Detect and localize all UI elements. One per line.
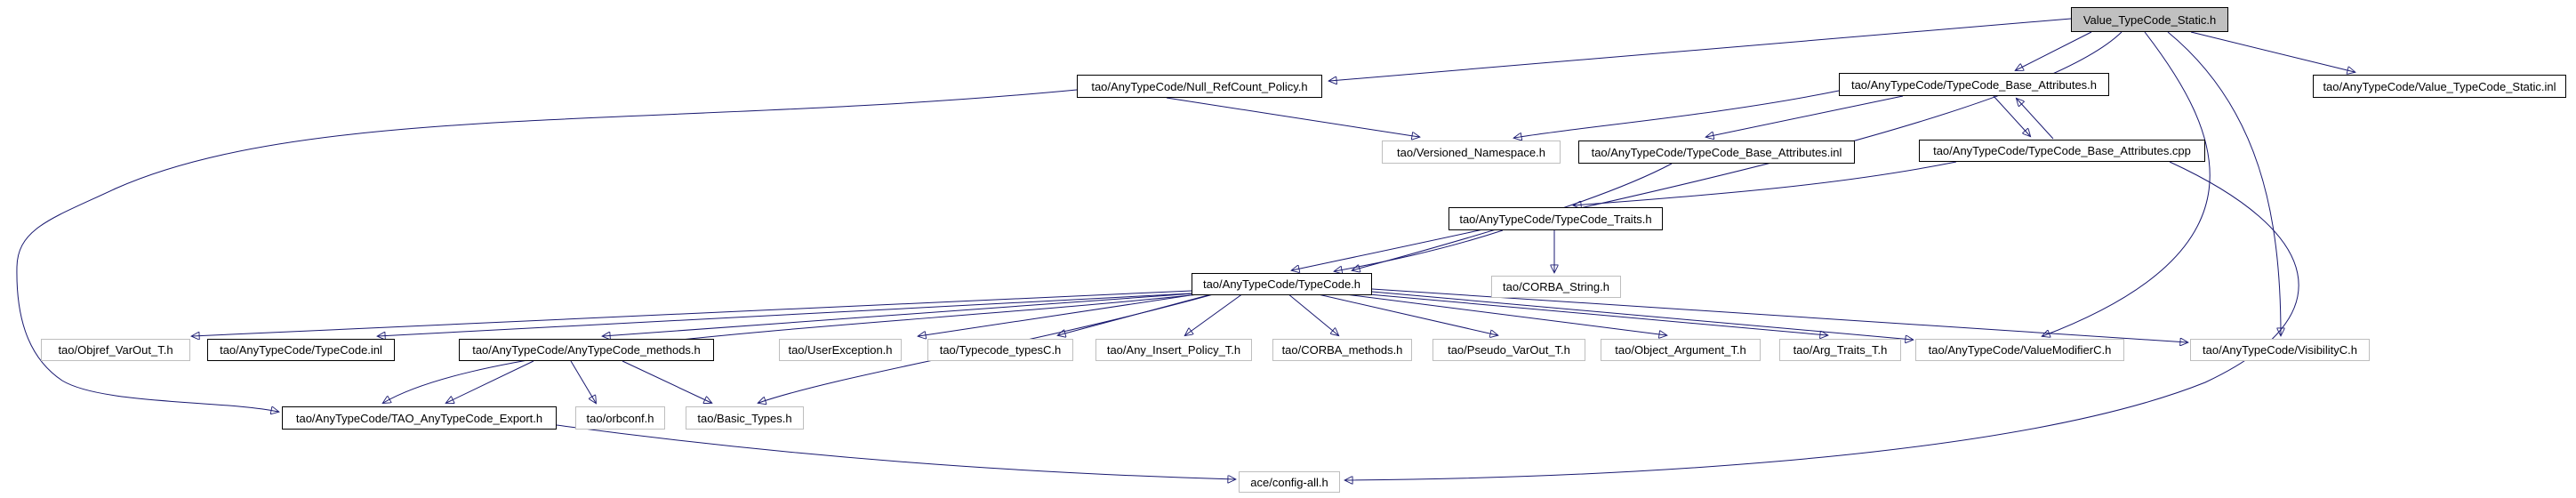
node-label: tao/AnyTypeCode/TypeCode_Base_Attributes… bbox=[1850, 77, 2098, 92]
node-label: tao/AnyTypeCode/VisibilityC.h bbox=[2203, 343, 2357, 357]
node-label: tao/AnyTypeCode/TypeCode.h bbox=[1202, 277, 1361, 291]
node-label: tao/CORBA_methods.h bbox=[1281, 343, 1403, 357]
node-valuemodifierc-h: tao/AnyTypeCode/ValueModifierC.h bbox=[1915, 339, 2124, 361]
node-object-argument-t-h: tao/Object_Argument_T.h bbox=[1601, 339, 1761, 361]
node-label: tao/Arg_Traits_T.h bbox=[1793, 343, 1888, 357]
node-corba-methods-h: tao/CORBA_methods.h bbox=[1272, 339, 1412, 361]
node-label: Value_TypeCode_Static.h bbox=[2082, 12, 2217, 27]
node-null-refcount-policy-h[interactable]: tao/AnyTypeCode/Null_RefCount_Policy.h bbox=[1077, 75, 1322, 98]
node-label: tao/Versioned_Namespace.h bbox=[1397, 145, 1545, 159]
node-typecode-base-attributes-cpp[interactable]: tao/AnyTypeCode/TypeCode_Base_Attributes… bbox=[1919, 140, 2205, 162]
edge-typecode-h-to-corba-methods bbox=[1287, 293, 1338, 335]
edge-typecode-h-to-arg-traits bbox=[1358, 293, 1827, 335]
node-anytypecode-methods-h[interactable]: tao/AnyTypeCode/AnyTypeCode_methods.h bbox=[459, 339, 714, 361]
edge-root-to-null-refcount bbox=[1329, 18, 2072, 81]
edge-typecode-h-to-object-argument bbox=[1337, 293, 1666, 335]
node-label: tao/AnyTypeCode/AnyTypeCode_methods.h bbox=[472, 343, 701, 357]
node-label: tao/Typecode_typesC.h bbox=[939, 343, 1062, 357]
node-value-typecode-static-h: Value_TypeCode_Static.h bbox=[2071, 7, 2228, 32]
edge-typecode-h-to-user-exception bbox=[919, 293, 1203, 336]
edge-root-to-tcba-h bbox=[2016, 31, 2092, 70]
node-label: tao/Pseudo_VarOut_T.h bbox=[1448, 343, 1570, 357]
edge-tcba-cpp-to-tcba-h bbox=[2017, 99, 2054, 140]
edge-tcba-h-to-versioned-ns bbox=[1514, 90, 1840, 138]
node-label: tao/Objref_VarOut_T.h bbox=[58, 343, 173, 357]
node-label: tao/AnyTypeCode/TypeCode_Base_Attributes… bbox=[1933, 144, 2191, 157]
edge-root-to-vtcs-inl bbox=[2190, 31, 2355, 72]
edge-null-refcount-to-atc-export bbox=[16, 89, 1078, 412]
node-label: tao/Any_Insert_Policy_T.h bbox=[1106, 343, 1241, 357]
node-label: tao/Basic_Types.h bbox=[697, 411, 792, 425]
node-label: tao/AnyTypeCode/Value_TypeCode_Static.in… bbox=[2323, 79, 2556, 93]
edge-atc-methods-to-basic-types bbox=[622, 360, 711, 403]
edge-tcba-h-to-tcba-cpp bbox=[1993, 95, 2030, 136]
edge-tcba-cpp-to-tc-traits bbox=[1574, 161, 1957, 205]
edge-typecode-h-to-objref-varout bbox=[192, 290, 1192, 336]
node-typecode-inl[interactable]: tao/AnyTypeCode/TypeCode.inl bbox=[207, 339, 395, 361]
node-pseudo-varout-t-h: tao/Pseudo_VarOut_T.h bbox=[1432, 339, 1585, 361]
node-label: tao/AnyTypeCode/TAO_AnyTypeCode_Export.h bbox=[295, 411, 543, 425]
edge-atc-methods-to-orbconf bbox=[570, 360, 596, 403]
node-objref-varout-t-h: tao/Objref_VarOut_T.h bbox=[41, 339, 190, 361]
node-typecode-base-attributes-h[interactable]: tao/AnyTypeCode/TypeCode_Base_Attributes… bbox=[1839, 73, 2109, 96]
node-label: tao/UserException.h bbox=[788, 343, 893, 357]
node-label: ace/config-all.h bbox=[1250, 475, 1328, 489]
edge-typecode-h-to-typecode-typesc bbox=[1058, 293, 1216, 335]
edge-typecode-h-to-any-insert bbox=[1185, 293, 1244, 335]
node-visibilityc-h: tao/AnyTypeCode/VisibilityC.h bbox=[2190, 339, 2370, 361]
node-versioned-namespace-h: tao/Versioned_Namespace.h bbox=[1382, 141, 1561, 164]
node-value-typecode-static-inl[interactable]: tao/AnyTypeCode/Value_TypeCode_Static.in… bbox=[2313, 75, 2566, 98]
node-label: tao/Object_Argument_T.h bbox=[1615, 343, 1746, 357]
node-ace-config-all-h: ace/config-all.h bbox=[1239, 471, 1340, 493]
node-basic-types-h: tao/Basic_Types.h bbox=[686, 406, 804, 430]
edge-typecode-h-to-typecode-inl bbox=[378, 293, 1192, 336]
node-tao-anytypecode-export-h[interactable]: tao/AnyTypeCode/TAO_AnyTypeCode_Export.h bbox=[282, 406, 557, 430]
node-label: tao/AnyTypeCode/ValueModifierC.h bbox=[1928, 343, 2112, 357]
node-label: tao/AnyTypeCode/Null_RefCount_Policy.h bbox=[1091, 79, 1308, 93]
node-typecode-h[interactable]: tao/AnyTypeCode/TypeCode.h bbox=[1192, 273, 1372, 295]
edge-atc-methods-to-atc-export bbox=[446, 360, 534, 403]
node-orbconf-h: tao/orbconf.h bbox=[575, 406, 665, 430]
node-any-insert-policy-t-h: tao/Any_Insert_Policy_T.h bbox=[1095, 339, 1252, 361]
node-corba-string-h: tao/CORBA_String.h bbox=[1491, 276, 1621, 298]
edge-root-to-visibility bbox=[2167, 31, 2281, 335]
edge-typecode-h-to-pseudo-varout bbox=[1313, 293, 1497, 335]
node-arg-traits-t-h: tao/Arg_Traits_T.h bbox=[1779, 339, 1901, 361]
node-label: tao/CORBA_String.h bbox=[1503, 280, 1609, 293]
node-label: tao/AnyTypeCode/TypeCode.inl bbox=[220, 343, 382, 357]
edge-null-refcount-to-versioned-ns bbox=[1166, 97, 1419, 137]
edge-typecode-h-to-valuemodifier bbox=[1371, 291, 1913, 340]
node-typecode-traits-h[interactable]: tao/AnyTypeCode/TypeCode_Traits.h bbox=[1448, 207, 1663, 230]
node-userexception-h: tao/UserException.h bbox=[779, 339, 902, 361]
edge-tcba-h-to-tcba-inl bbox=[1706, 95, 1904, 137]
node-typecode-typesc-h: tao/Typecode_typesC.h bbox=[927, 339, 1073, 361]
node-label: tao/AnyTypeCode/TypeCode_Base_Attributes… bbox=[1591, 145, 1842, 159]
edge-typecode-h-to-atc-methods bbox=[603, 293, 1195, 336]
edge-atc-export-to-config-all bbox=[556, 424, 1235, 479]
node-typecode-base-attributes-inl[interactable]: tao/AnyTypeCode/TypeCode_Base_Attributes… bbox=[1578, 141, 1855, 164]
node-label: tao/orbconf.h bbox=[586, 411, 654, 425]
node-label: tao/AnyTypeCode/TypeCode_Traits.h bbox=[1459, 212, 1652, 226]
edge-tc-traits-to-typecode-h bbox=[1335, 229, 1504, 271]
